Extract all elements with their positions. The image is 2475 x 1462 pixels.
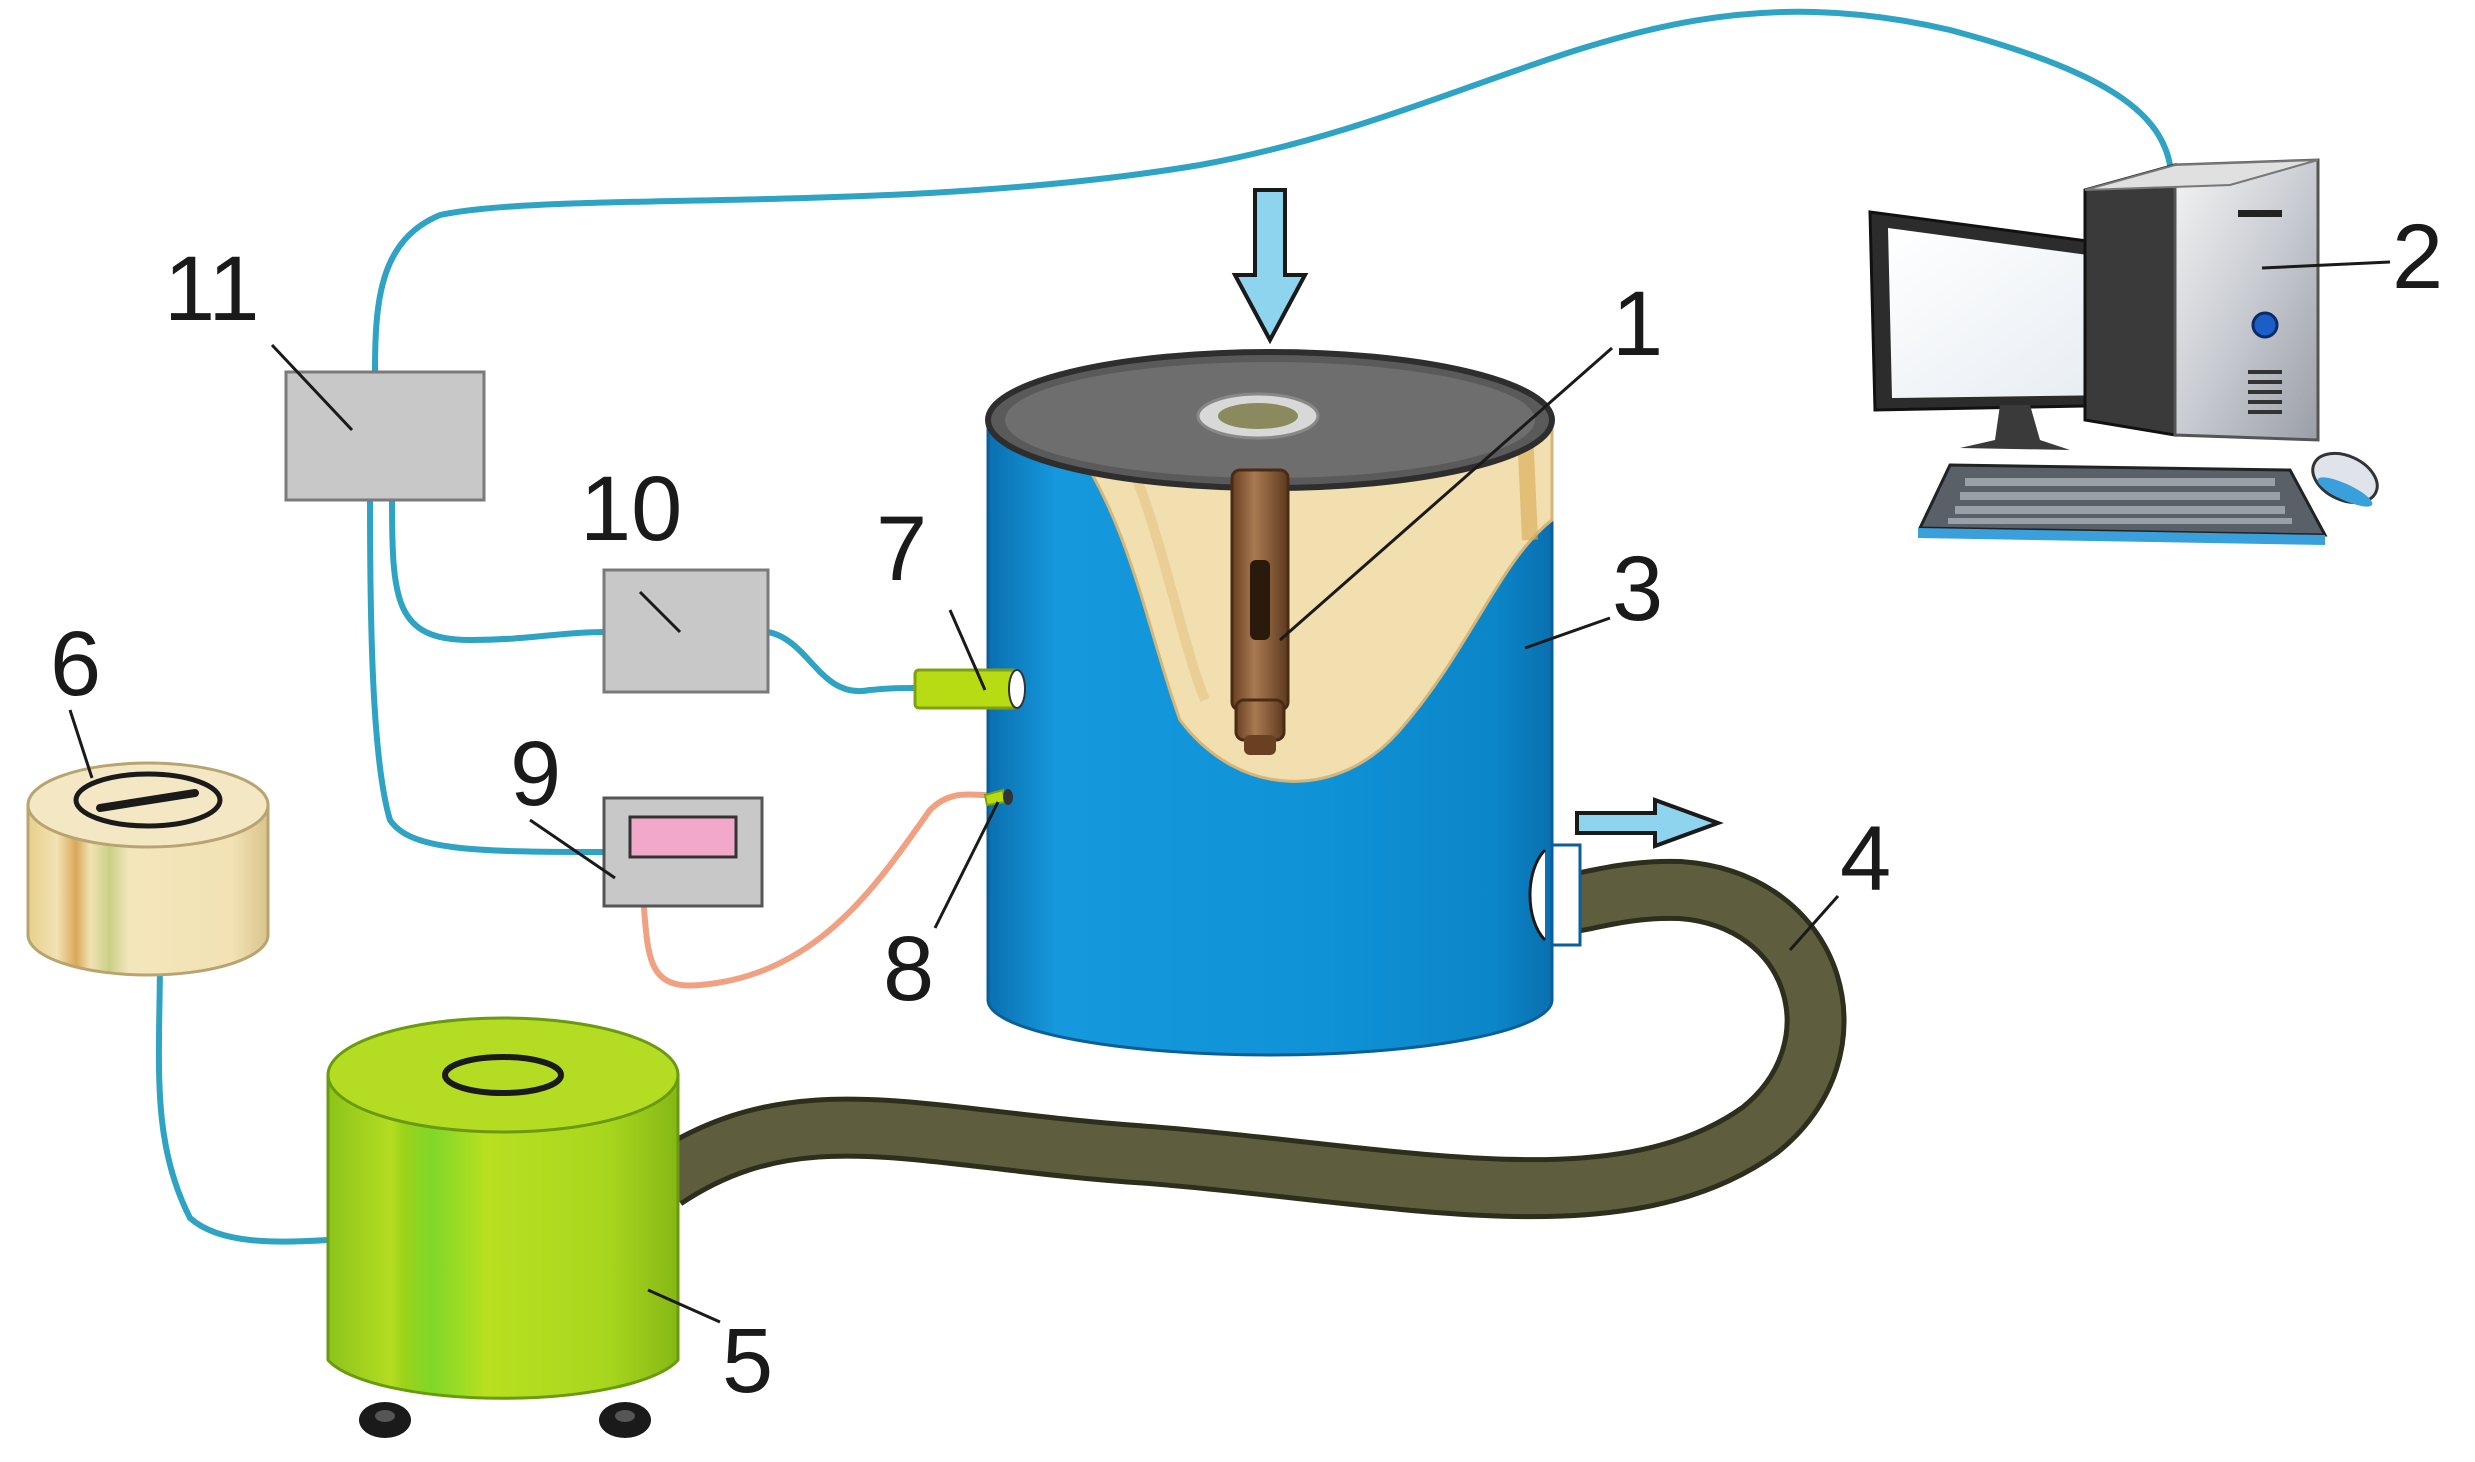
leader-lines <box>68 260 2391 1324</box>
tank-cutaway <box>1068 418 1554 783</box>
callout-labels: 1 2 3 4 5 6 7 8 9 10 11 <box>50 206 2443 1412</box>
arrow-right-icon <box>1575 797 1724 849</box>
tank-outlet <box>1550 843 1582 947</box>
cable-11-to-computer <box>372 8 2173 375</box>
label-4: 4 <box>1840 808 1891 910</box>
label-7: 7 <box>876 498 927 600</box>
box-9 <box>602 796 764 908</box>
computer-tower <box>2083 158 2320 442</box>
cable-11-to-10 <box>389 497 607 644</box>
box-10 <box>602 568 770 694</box>
sensor-7 <box>913 668 1026 710</box>
cable-6-to-5 <box>155 952 331 1245</box>
pump-wheels <box>359 1402 651 1438</box>
mouse <box>2311 451 2379 507</box>
desktop-computer-icon <box>1868 158 2379 545</box>
tool-holder <box>1230 468 1290 755</box>
label-6: 6 <box>50 613 101 715</box>
signal-cables <box>155 8 2173 1245</box>
label-5: 5 <box>722 1310 773 1412</box>
label-9: 9 <box>510 723 561 825</box>
label-10: 10 <box>580 458 682 560</box>
label-1: 1 <box>1612 273 1663 375</box>
label-3: 3 <box>1612 538 1663 640</box>
tank <box>985 349 1582 1057</box>
thermocouple-8 <box>983 788 1013 807</box>
thermocouple-cable <box>641 791 988 989</box>
label-11: 11 <box>164 238 260 340</box>
cable-10-to-7 <box>765 629 918 695</box>
reservoir <box>26 761 270 977</box>
pump <box>326 1016 680 1438</box>
keyboard <box>1917 463 2328 545</box>
cable-11-to-9 <box>367 497 607 855</box>
label-8: 8 <box>883 918 934 1020</box>
display-panel <box>628 815 738 859</box>
pump-inlet <box>442 1054 564 1096</box>
arrow-down-icon <box>1231 188 1309 345</box>
label-2: 2 <box>2392 206 2443 308</box>
